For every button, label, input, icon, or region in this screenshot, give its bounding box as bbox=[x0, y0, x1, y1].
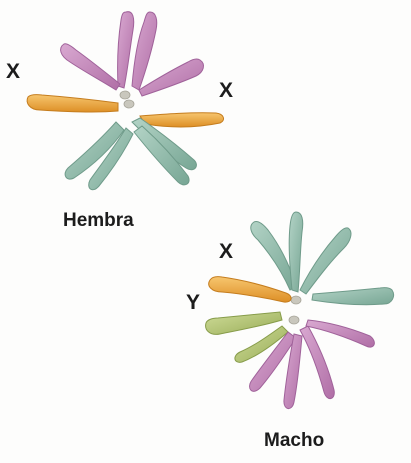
male-purple-chromosome-pair bbox=[250, 320, 375, 409]
female-teal-chromosome-pair bbox=[65, 118, 196, 190]
male-caption: Macho bbox=[264, 430, 324, 452]
female-caption: Hembra bbox=[63, 210, 134, 232]
female-centromeres bbox=[120, 91, 134, 108]
female-purple-chromosome-pair bbox=[61, 12, 204, 96]
female-x-left-label: X bbox=[6, 60, 20, 84]
male-x-label: X bbox=[219, 240, 233, 264]
male-x-chromosome bbox=[209, 277, 291, 302]
male-y-label: Y bbox=[186, 291, 200, 315]
female-x-chromosomes bbox=[27, 95, 223, 127]
female-x-right-label: X bbox=[219, 79, 233, 103]
female-karyotype bbox=[27, 12, 223, 190]
male-karyotype bbox=[206, 212, 394, 409]
